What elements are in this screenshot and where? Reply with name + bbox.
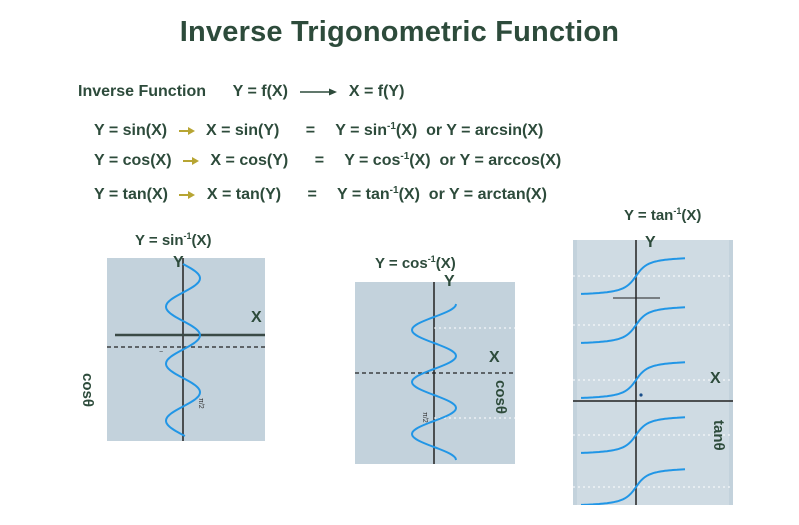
row-mid: X = cos(Y) [210, 152, 289, 169]
row-rhs-pre: Y = sin [335, 122, 388, 139]
tick-mark: π/2 [197, 398, 204, 409]
row-rhs-sup: -1 [400, 151, 410, 162]
row-lhs: Y = sin(X) [94, 122, 168, 139]
sin-y-letter: Y [173, 254, 184, 271]
label-text: (X) [681, 207, 702, 224]
row-lhs: Y = tan(X) [94, 186, 168, 203]
page-title: Inverse Trigonometric Function [179, 16, 620, 48]
row-rhs-post: (X) or Y = arcsin(X) [395, 122, 544, 139]
arrow-right-icon [300, 88, 338, 96]
label-text: (X) [435, 255, 456, 272]
row-equals: = [307, 186, 317, 203]
origin-dot [639, 393, 643, 397]
label-text: Y = sin [135, 232, 184, 249]
intro-lhs: Y = f(X) [232, 83, 288, 100]
intro-label: Inverse Function [78, 83, 207, 100]
label-sup: -1 [183, 231, 192, 241]
tick-mark: π/2 [421, 412, 428, 423]
cos-y-letter: Y [444, 273, 455, 290]
label-text: (X) [191, 232, 212, 249]
graph-label-sin: Y = sin-1(X) [135, 231, 212, 249]
tan-x-letter: X [710, 370, 721, 387]
row-rhs-sup: -1 [387, 121, 396, 132]
sin-side-label: cosθ [79, 373, 96, 407]
equation-row-tan: Y = tan(X) X = tan(Y) = Y = tan-1(X) or … [94, 185, 547, 204]
cos-side-label: cosθ [492, 380, 509, 414]
row-equals: = [305, 122, 316, 139]
label-text: Y = cos [375, 255, 428, 272]
row-mid: X = tan(Y) [206, 186, 282, 203]
row-rhs-pre: Y = cos [344, 152, 401, 169]
sin-graph-panel: − π/2 [107, 258, 265, 441]
arrow-right-icon [178, 126, 195, 135]
row-rhs-sup: -1 [389, 185, 399, 196]
sin-x-letter: X [251, 309, 262, 326]
label-text: Y = tan [624, 207, 674, 224]
equation-row-sin: Y = sin(X) X = sin(Y) = Y = sin-1(X) or … [94, 121, 543, 140]
row-mid: X = sin(Y) [205, 122, 280, 139]
label-sup: -1 [427, 254, 436, 264]
arrow-right-icon [179, 190, 196, 199]
row-rhs-post: (X) or Y = arccos(X) [409, 152, 562, 169]
sin-curve [164, 263, 202, 437]
tan-curve [581, 257, 686, 505]
arrow-right-icon [182, 156, 199, 165]
graph-label-cos: Y = cos-1(X) [375, 254, 456, 272]
intro-line: Inverse Function Y = f(X) X = f(Y) [78, 83, 404, 101]
row-rhs-pre: Y = tan [337, 186, 390, 203]
label-sup: -1 [673, 206, 682, 216]
tan-y-letter: Y [645, 234, 656, 251]
cos-x-letter: X [489, 349, 500, 366]
graph-label-tan: Y = tan-1(X) [624, 206, 701, 224]
tick-mark: − [159, 349, 163, 356]
tan-graph-panel [573, 240, 733, 505]
row-lhs: Y = cos(X) [94, 152, 172, 169]
tan-side-label: tanθ [710, 420, 727, 451]
row-rhs-post: (X) or Y = arctan(X) [398, 186, 547, 203]
panel-background [107, 258, 265, 441]
cos-curve [410, 303, 458, 461]
row-equals: = [314, 152, 325, 169]
cos-graph-panel: π/2 [355, 282, 515, 464]
equation-row-cos: Y = cos(X) X = cos(Y) = Y = cos-1(X) or … [94, 151, 561, 170]
intro-rhs: X = f(Y) [348, 83, 405, 100]
